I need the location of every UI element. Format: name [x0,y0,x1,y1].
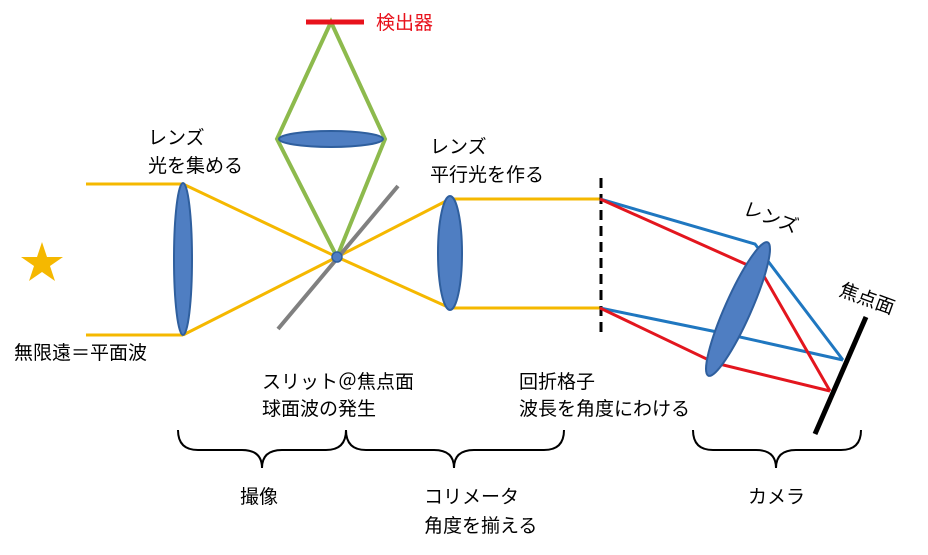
grating-label: 回折格子 [519,371,595,393]
collimator-label: コリメータ [424,486,519,508]
lens-collect-label: レンズ [148,127,205,149]
collimator-desc: 角度を揃える [424,515,537,537]
lens-parallel-label: レンズ [430,136,487,158]
collecting-lens [173,182,193,336]
brace-camera [692,429,862,469]
infinite-label: 無限遠＝平面波 [14,342,147,364]
camera-lens-label: レンズ [740,198,801,238]
viewer-lens [278,130,384,148]
diverging-ray-bottom [336,255,451,310]
converging-ray-bottom [182,255,338,337]
slit-desc: 球面波の発生 [262,398,376,420]
slit-point [331,251,343,263]
brace-imaging [177,429,347,469]
focal-plane [812,316,869,435]
camera-lens [705,241,771,377]
converging-ray-top [182,182,338,259]
camera-label: カメラ [748,486,805,508]
brace-collimator [345,429,565,469]
lens-collect-desc: 光を集める [148,155,243,177]
camera-ray-blue-top [599,197,845,361]
detector-label: 検出器 [376,12,433,34]
grating-desc: 波長を角度にわける [519,398,690,420]
star-icon [21,242,63,281]
lens-parallel-desc: 平行光を作る [430,164,544,186]
collimator-lens [437,195,463,311]
imaging-label: 撮像 [240,486,278,508]
slit-label: スリット＠焦点面 [262,371,414,393]
focal-plane-label: 焦点面 [836,279,897,319]
diverging-ray-top [336,197,451,259]
